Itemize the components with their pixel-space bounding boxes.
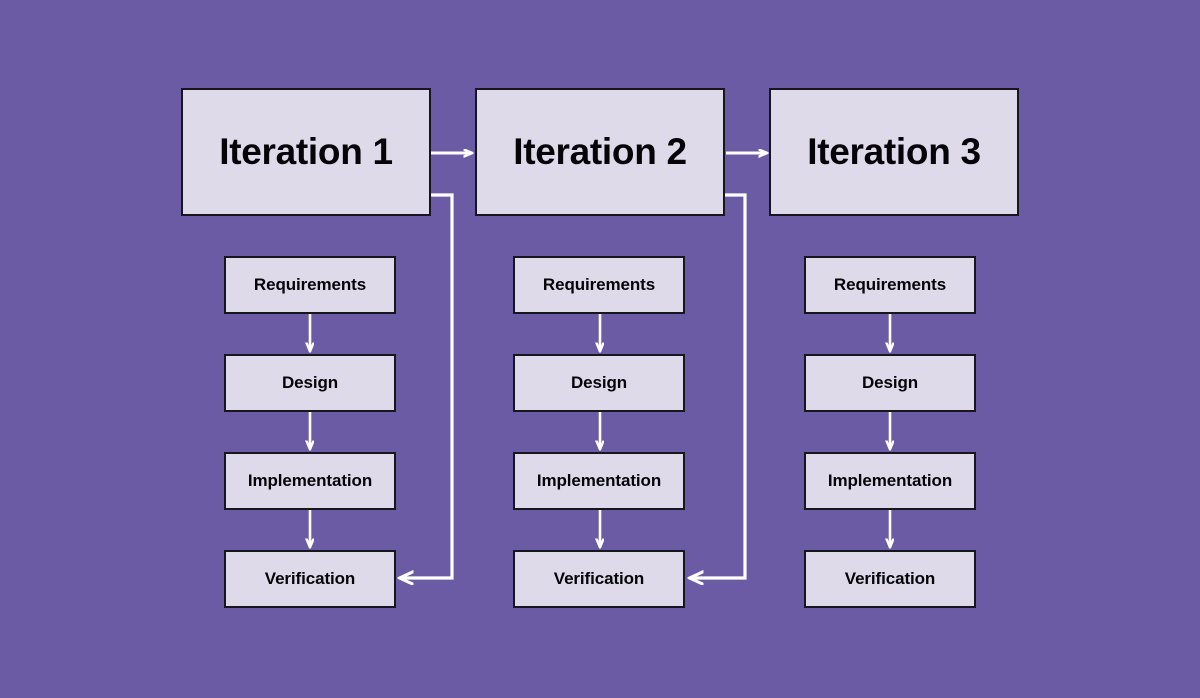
phase-label: Verification — [553, 569, 645, 588]
iteration-3-phase-requirements[interactable]: Requirements — [804, 256, 976, 314]
iteration-3-phase-implementation[interactable]: Implementation — [804, 452, 976, 510]
feedback-loop-iteration-3 — [690, 193, 747, 578]
iteration-1-label: Iteration 1 — [219, 131, 393, 172]
iteration-2-phase-requirements[interactable]: Requirements — [513, 256, 685, 314]
iteration-3-phase-design[interactable]: Design — [804, 354, 976, 412]
iteration-1-phase-design[interactable]: Design — [224, 354, 396, 412]
phase-label: Requirements — [542, 275, 656, 294]
iteration-3-phase-verification[interactable]: Verification — [804, 550, 976, 608]
iteration-1-phase-requirements[interactable]: Requirements — [224, 256, 396, 314]
iteration-2-phase-verification[interactable]: Verification — [513, 550, 685, 608]
phase-label: Implementation — [536, 471, 662, 490]
phase-label: Design — [861, 373, 919, 392]
phase-label: Design — [570, 373, 628, 392]
phase-label: Requirements — [253, 275, 367, 294]
iteration-1-phase-implementation[interactable]: Implementation — [224, 452, 396, 510]
iteration-2-phase-implementation[interactable]: Implementation — [513, 452, 685, 510]
iteration-3-node[interactable]: Iteration 3 — [769, 88, 1019, 216]
feedback-loop-iteration-2 — [400, 193, 454, 578]
iteration-2-label: Iteration 2 — [513, 131, 687, 172]
phase-label: Design — [281, 373, 339, 392]
phase-label: Implementation — [247, 471, 373, 490]
phase-label: Verification — [844, 569, 936, 588]
iteration-1-node[interactable]: Iteration 1 — [181, 88, 431, 216]
iteration-3-label: Iteration 3 — [807, 131, 981, 172]
phase-label: Verification — [264, 569, 356, 588]
iteration-1-phase-verification[interactable]: Verification — [224, 550, 396, 608]
phase-label: Implementation — [827, 471, 953, 490]
iteration-2-node[interactable]: Iteration 2 — [475, 88, 725, 216]
iteration-2-phase-design[interactable]: Design — [513, 354, 685, 412]
phase-label: Requirements — [833, 275, 947, 294]
